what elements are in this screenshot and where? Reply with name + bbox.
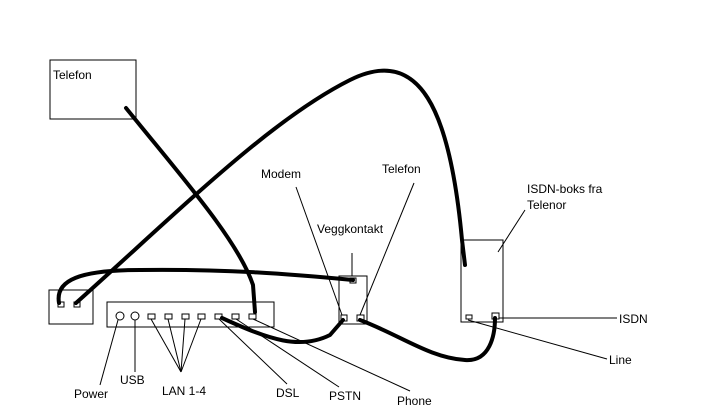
veggkontakt-label: Veggkontakt	[317, 222, 384, 236]
cable-phone-to-router	[124, 106, 257, 314]
lead-isdn-box	[497, 209, 526, 253]
cable-splitter-to-wall	[56, 267, 355, 305]
lead-power	[99, 319, 119, 386]
isdn-box-port-left	[465, 314, 473, 320]
isdn-box-label-line2: Telenor	[527, 198, 566, 212]
lead-phone	[252, 318, 411, 392]
lead-telefon	[359, 182, 415, 316]
cable-wall-to-isdn	[358, 316, 497, 363]
usb-port	[130, 311, 140, 321]
modem-label: Modem	[261, 167, 301, 181]
line-label: Line	[609, 353, 632, 367]
lan-port-2	[164, 313, 173, 320]
telephone-box	[49, 59, 137, 120]
lan-port-4	[197, 313, 206, 320]
dsl-label: DSL	[276, 386, 300, 400]
usb-label: USB	[120, 373, 145, 387]
lead-lan-2	[167, 318, 182, 373]
lead-lan-4	[180, 318, 202, 373]
lan-label: LAN 1-4	[162, 384, 206, 398]
power-port	[115, 311, 125, 321]
pstn-port	[231, 313, 240, 320]
lan-port-1	[147, 313, 156, 320]
cable-splitter-to-isdn	[74, 68, 467, 305]
lan-port-3	[181, 313, 190, 320]
phone-port	[248, 313, 257, 320]
power-label: Power	[74, 387, 108, 401]
lead-pstn	[235, 318, 340, 388]
phone-label: Phone	[397, 394, 432, 408]
lead-lan-1	[150, 318, 182, 373]
cable-router-to-wall	[220, 316, 345, 345]
telefon-label: Telefon	[382, 162, 421, 176]
lead-modem	[295, 186, 343, 316]
isdn-label: ISDN	[619, 312, 648, 326]
telephone-label: Telefon	[53, 68, 92, 82]
lead-dsl	[218, 318, 288, 385]
isdn-box-label: ISDN-boks fra	[527, 182, 603, 196]
lead-line	[467, 319, 608, 360]
isdn-box	[460, 239, 504, 323]
lead-lan-3	[180, 318, 186, 373]
pstn-label: PSTN	[329, 389, 361, 403]
